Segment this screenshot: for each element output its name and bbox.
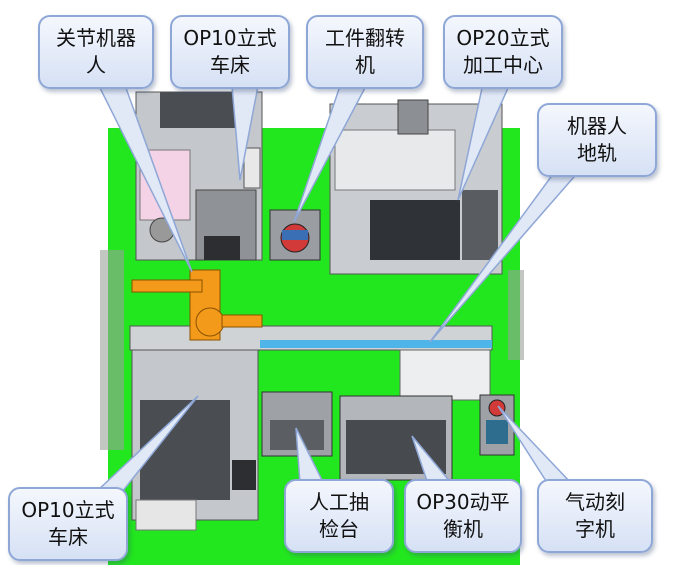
callout-op10-lathe-top: OP10立式车床 [170, 15, 290, 89]
callout-op30-balancing-machine-line1: OP30动平 [416, 490, 510, 514]
callout-robot-ground-rail-line2: 地轨 [577, 141, 617, 165]
callout-pneumatic-marking-machine-line2: 字机 [575, 517, 615, 541]
callout-workpiece-flipper-line1: 工件翻转 [325, 26, 405, 50]
callout-op10-lathe-bottom: OP10立式车床 [8, 487, 128, 561]
callout-op20-machining-center: OP20立式加工中心 [443, 15, 563, 89]
callout-op30-balancing-machine: OP30动平衡机 [404, 479, 522, 553]
callout-joint-robot-line1: 关节机器 [56, 26, 136, 50]
callout-manual-inspection-table: 人工抽检台 [284, 479, 394, 553]
callout-op10-lathe-bottom-line1: OP10立式 [21, 498, 115, 522]
right-fence [508, 270, 524, 360]
callout-op10-lathe-top-line1: OP10立式 [183, 26, 277, 50]
callout-op30-balancing-machine-line2: 衡机 [442, 517, 483, 541]
callout-robot-ground-rail-line1: 机器人 [567, 114, 627, 138]
callout-joint-robot-line2: 人 [86, 53, 106, 77]
pneumatic-marking-machine-unit [479, 394, 515, 456]
callout-manual-inspection-table-line2: 检台 [319, 517, 359, 541]
callout-op10-lathe-bottom-line2: 车床 [47, 525, 88, 549]
joint-robot-machine [131, 269, 263, 341]
callout-op10-lathe-top-line2: 车床 [209, 53, 250, 77]
callout-robot-ground-rail: 机器人地轨 [537, 103, 657, 177]
callout-op20-machining-center-line2: 加工中心 [462, 53, 543, 77]
op10-lathe-bottom-machine [131, 349, 259, 531]
callout-manual-inspection-table-line1: 人工抽 [309, 490, 369, 514]
callout-joint-robot: 关节机器人 [38, 15, 154, 89]
callout-pneumatic-marking-machine: 气动刻字机 [537, 479, 653, 553]
callout-workpiece-flipper-line2: 机 [355, 53, 375, 77]
op20-machining-center-machine [329, 99, 503, 275]
workpiece-flipper-machine [269, 209, 321, 261]
callout-op20-machining-center-line1: OP20立式 [456, 26, 550, 50]
callout-pneumatic-marking-machine-line1: 气动刻 [565, 490, 625, 514]
callout-workpiece-flipper: 工件翻转机 [306, 15, 424, 89]
left-fence [100, 250, 124, 450]
